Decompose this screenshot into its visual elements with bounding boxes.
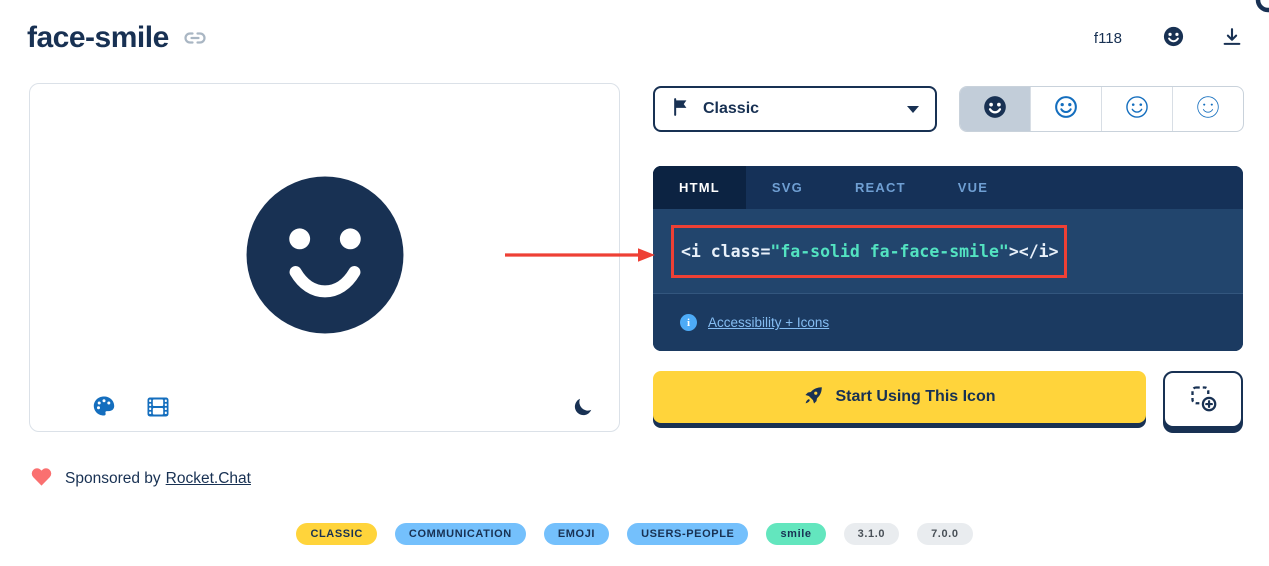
family-select-value: Classic [703, 100, 760, 117]
dark-mode-moon-icon[interactable] [572, 396, 594, 418]
download-button[interactable] [1221, 26, 1243, 51]
accessibility-row: i Accessibility + Icons [653, 293, 1243, 351]
icon-preview-card [29, 83, 620, 432]
code-panel: HTML SVG REACT VUE <i class="fa-solid fa… [653, 166, 1243, 351]
info-circle-icon: i [680, 314, 697, 331]
rocket-icon [803, 385, 824, 409]
chevron-down-icon [907, 105, 919, 113]
face-smile-preview-icon [244, 174, 406, 341]
page-title: face-smile [27, 21, 169, 54]
badge-version-3-1-0[interactable]: 3.1.0 [843, 523, 900, 545]
heart-icon [30, 466, 53, 492]
code-tab-svg[interactable]: SVG [771, 180, 803, 195]
code-snippet-copy[interactable]: <i class="fa-solid fa-face-smile"></i> [653, 209, 1243, 293]
unicode-value: f118 [1093, 29, 1122, 47]
smiley-solid-icon [1162, 25, 1185, 51]
family-select-dropdown[interactable]: Classic [653, 86, 937, 132]
icon-wizard-button[interactable] [1162, 25, 1185, 51]
smiley-solid-icon [982, 94, 1008, 125]
add-to-kit-icon [1189, 384, 1217, 415]
sponsor-text: Sponsored by [65, 470, 161, 487]
sponsor-link[interactable]: Rocket.Chat [165, 470, 251, 487]
accessibility-link[interactable]: Accessibility + Icons [708, 315, 830, 330]
badge-version-7-0-0[interactable]: 7.0.0 [917, 523, 973, 545]
topbar: face-smile f118 [27, 14, 1243, 62]
animation-film-icon[interactable] [146, 396, 170, 418]
code-tab-bar: HTML SVG REACT VUE [653, 166, 1243, 209]
smiley-light-icon [1124, 94, 1150, 125]
color-palette-icon[interactable] [92, 394, 116, 418]
style-tab-regular[interactable] [1030, 87, 1101, 131]
sponsor-row: Sponsored by Rocket.Chat [30, 466, 251, 492]
badge-emoji[interactable]: EMOJI [543, 523, 610, 545]
style-tab-group [959, 86, 1244, 132]
code-tab-html[interactable]: HTML [653, 166, 746, 209]
code-class-string: "fa-solid fa-face-smile" [770, 241, 1009, 261]
code-tab-vue[interactable]: VUE [957, 180, 989, 195]
magnifier-icon [1251, 0, 1269, 22]
start-button-label: Start Using This Icon [835, 388, 996, 405]
code-snippet: <i class="fa-solid fa-face-smile"></i> [681, 242, 1059, 261]
add-to-kit-button[interactable] [1163, 371, 1243, 428]
download-icon [1221, 26, 1243, 51]
smiley-regular-icon [1053, 94, 1079, 125]
badge-communication[interactable]: COMMUNICATION [394, 523, 526, 545]
style-tab-thin[interactable] [1172, 87, 1243, 131]
badge-classic[interactable]: CLASSIC [296, 523, 377, 545]
smiley-thin-icon [1195, 94, 1221, 125]
badge-row: CLASSIC COMMUNICATION EMOJI USERS-PEOPLE… [0, 523, 1269, 545]
badge-users-people[interactable]: USERS-PEOPLE [627, 523, 749, 545]
style-tab-solid[interactable] [960, 87, 1030, 131]
code-tag-open: <i class= [681, 241, 771, 261]
code-tag-close: ></i> [1008, 241, 1059, 261]
badge-smile[interactable]: smile [766, 523, 826, 545]
permalink-icon[interactable] [183, 26, 207, 50]
flag-icon [671, 96, 691, 123]
code-tab-react[interactable]: REACT [854, 180, 906, 195]
style-tab-light[interactable] [1101, 87, 1172, 131]
start-using-icon-button[interactable]: Start Using This Icon [653, 371, 1146, 423]
